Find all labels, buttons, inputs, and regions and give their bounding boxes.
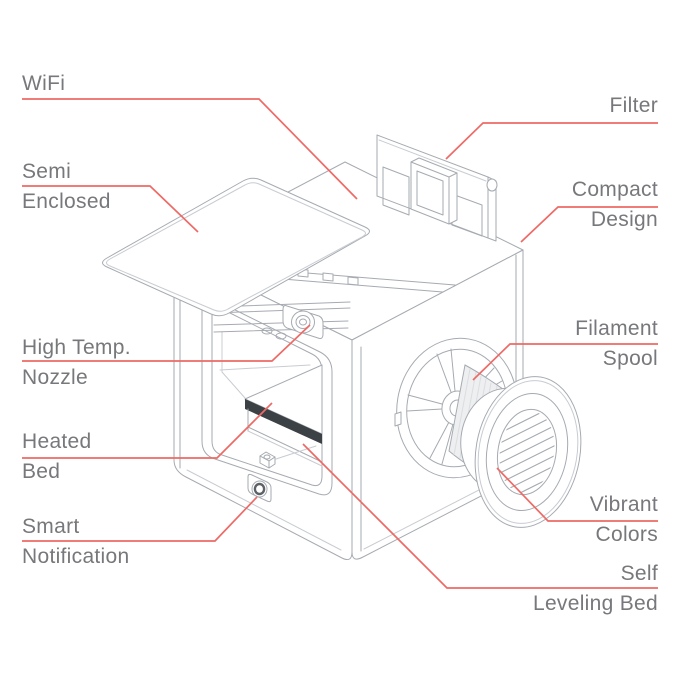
extruder-motor [291,310,315,334]
label-line: Bed [22,460,61,483]
label-line: Spool [602,347,658,370]
callout-lines [22,98,658,589]
label-self-leveling-bed: Self Leveling Bed [533,559,658,619]
label-line: Heated [22,430,92,453]
callout-line-filament-spool [472,343,658,381]
callout-line-semi-enclosed [22,185,199,233]
label-semi-enclosed: Semi Enclosed [22,157,111,217]
label-line: Semi [22,160,72,183]
label-heated-bed: Heated Bed [22,427,92,487]
trumpet-mid-ring [485,392,569,512]
label-line: Vibrant [589,493,658,516]
callout-line-compact-design [520,206,658,243]
label-compact-design: Compact Design [572,175,658,235]
trumpet-hole [496,408,558,496]
label-line: Self [620,562,658,585]
label-line: Design [590,208,658,231]
label-line: Leveling Bed [532,592,658,615]
callout-line-smart-notification [22,496,258,542]
extruder-gantry [211,301,351,340]
power-button [247,473,272,503]
label-filament-spool: Filament Spool [575,314,658,374]
label-smart-notification: Smart Notification [22,512,129,572]
lid-panel [102,177,370,317]
label-line: Compact [571,178,658,201]
lid-outline [102,177,370,317]
callout-line-high-temp-nozzle [22,324,311,362]
label-line: Nozzle [22,366,88,389]
filament-spool-assembly [394,337,582,528]
label-vibrant-colors: Vibrant Colors [590,490,658,550]
filter-panel [376,134,498,242]
label-line: Smart [22,515,80,538]
lid-inner-line [106,182,366,312]
callout-line-heated-bed [22,402,273,459]
label-line: Filament [575,317,658,340]
flange-clip [394,411,402,427]
label-line: Enclosed [22,190,111,213]
callout-line-wifi [22,98,358,200]
leveling-knob [259,445,317,469]
callout-line-filter [445,122,658,160]
label-high-temp-nozzle: High Temp. Nozzle [22,333,131,393]
label-line: Filter [609,94,658,117]
filter-hinge [486,178,498,192]
label-line: WiFi [22,72,66,95]
label-line: Notification [22,545,130,568]
label-line: Colors [595,523,658,546]
label-line: High Temp. [22,336,131,359]
callout-line-vibrant-colors [496,467,658,522]
label-wifi: WiFi [22,69,65,99]
callout-line-self-leveling-bed [302,443,658,589]
label-filter: Filter [610,91,658,121]
button-ring [253,482,266,496]
